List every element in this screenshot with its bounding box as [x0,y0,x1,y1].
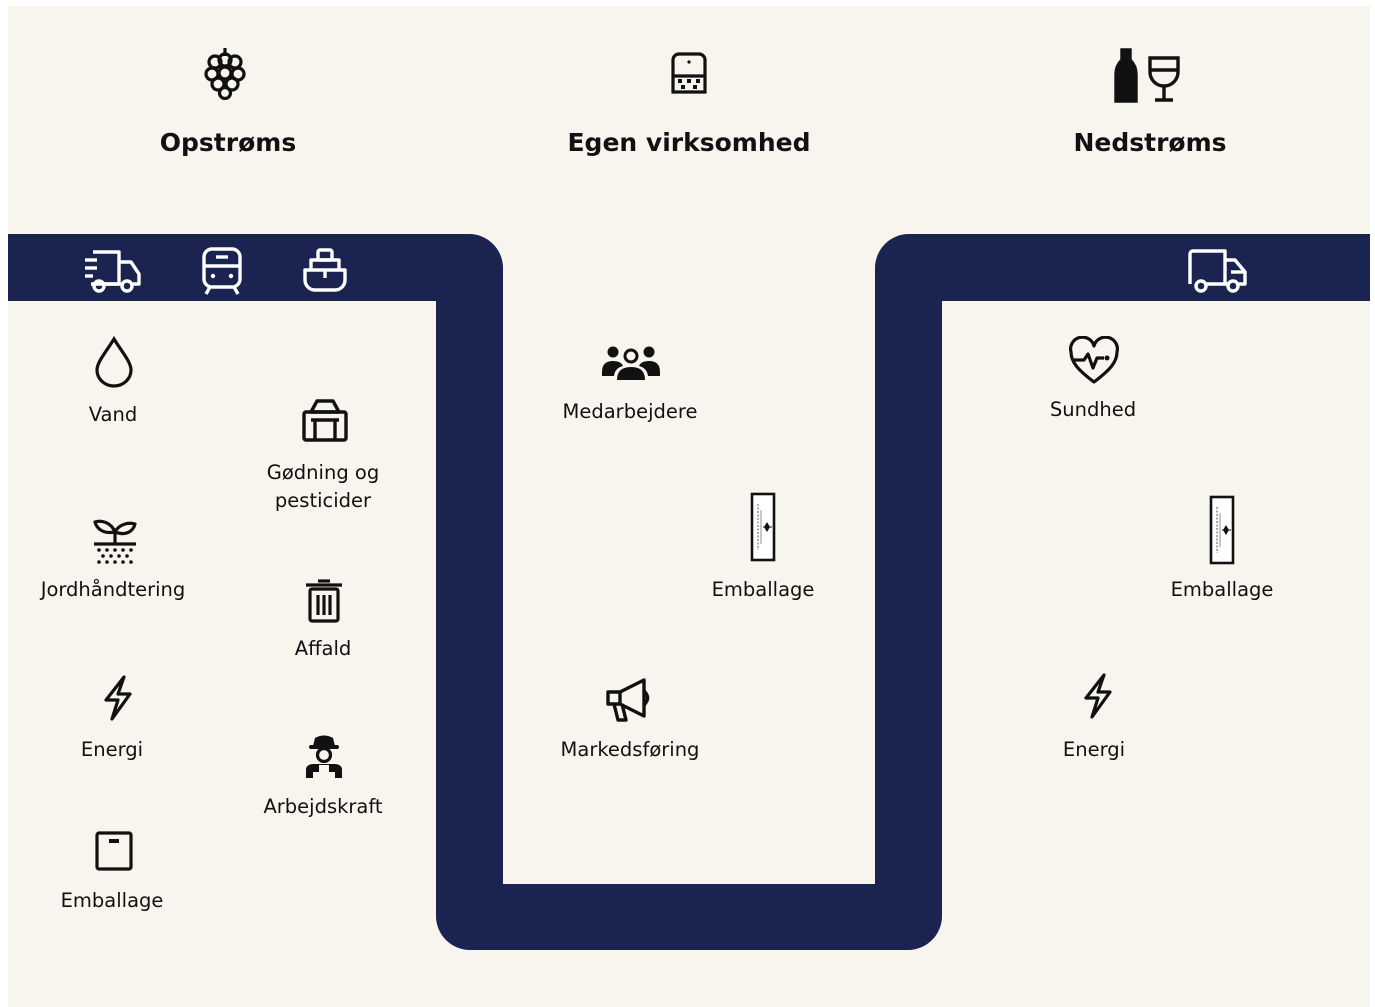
label-fertilizer: Gødning og pesticider [266,461,380,512]
label-health: Sundhed [1049,398,1137,421]
wine-box-icon [1209,495,1235,565]
bottle-and-glass-icon [1114,48,1184,104]
fertilizer-bag-icon [301,398,349,444]
worker-icon [303,732,345,780]
label-marketing: Markedsføring [560,738,700,761]
box-icon [94,830,134,872]
trash-bin-icon [304,579,344,623]
label-energy-upstream: Energi [80,738,144,761]
label-labor: Arbejdskraft [263,795,383,818]
label-packaging-downstream: Emballage [1170,578,1274,601]
van-icon [1187,248,1249,294]
water-drop-icon [94,336,134,388]
lightning-icon [100,674,134,722]
label-soil-management: Jordhåndtering [40,578,186,601]
truck-icon [83,248,143,294]
heading-downstream: Nedstrøms [1073,128,1227,157]
label-water: Vand [88,403,138,426]
megaphone-icon [604,676,654,724]
seedling-soil-icon [91,516,139,566]
heading-upstream: Opstrøms [159,128,297,157]
employees-group-icon [601,344,661,382]
wine-press-icon [669,52,709,96]
heading-own-operations: Egen virksomhed [567,128,811,157]
label-energy-downstream: Energi [1062,738,1126,761]
label-packaging-upstream: Emballage [60,889,164,912]
ship-icon [302,246,348,294]
train-icon [200,246,244,296]
grapes-icon [204,46,246,100]
heart-pulse-icon [1068,336,1120,386]
label-packaging-own: Emballage [711,578,815,601]
lightning-icon [1080,672,1114,720]
diagram-background [8,6,1370,1007]
wine-box-icon [750,492,776,562]
label-employees: Medarbejdere [562,400,698,423]
label-waste: Affald [294,637,352,660]
